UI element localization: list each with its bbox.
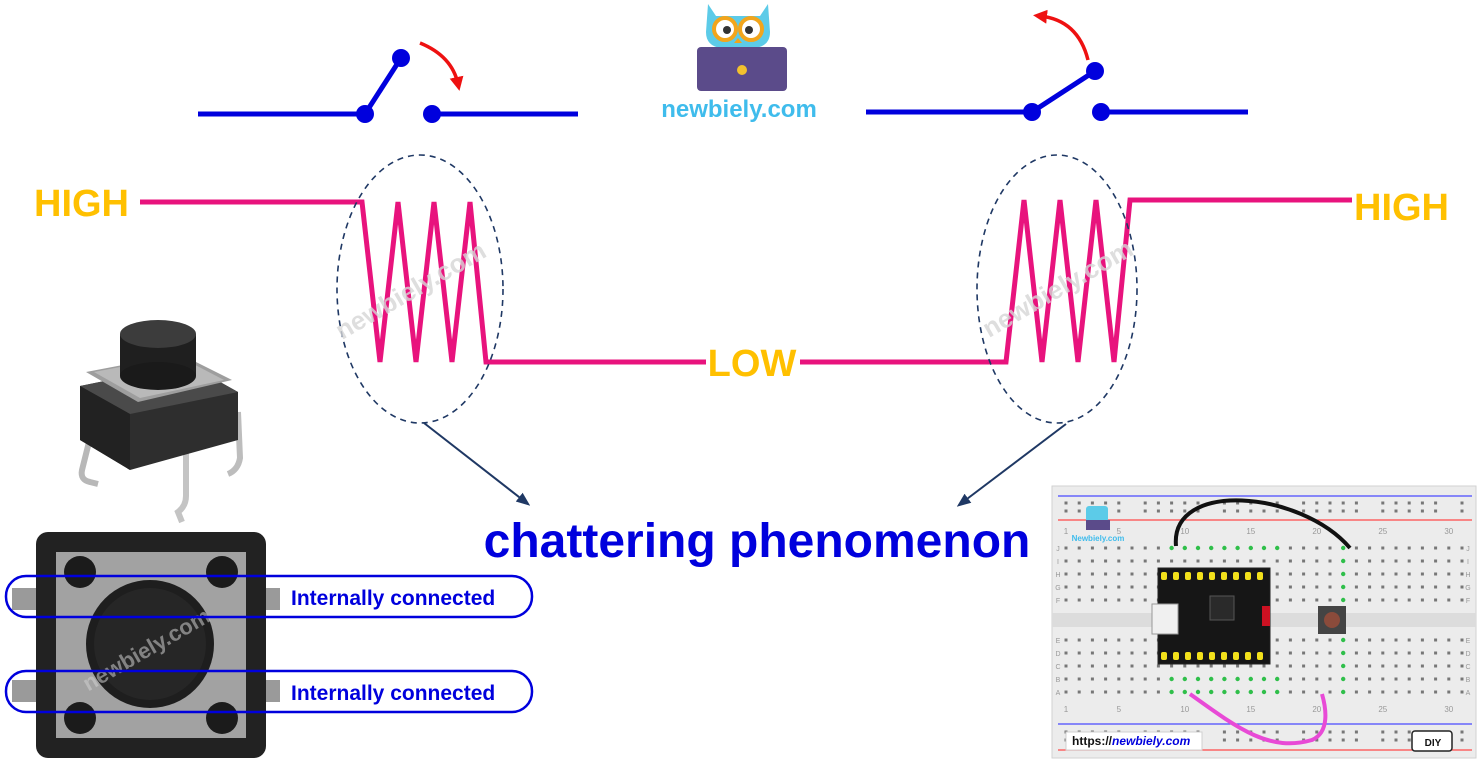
breadboard-row-letter: C: [1465, 664, 1470, 671]
breadboard-column-number: 10: [1180, 705, 1189, 714]
breadboard-row-letter: D: [1465, 651, 1470, 658]
breadboard-column-number: 1: [1064, 527, 1069, 536]
breadboard-row-letter: F: [1466, 598, 1470, 605]
breadboard-column-number: 5: [1117, 705, 1122, 714]
mini-logo-text: Newbiely.com: [1072, 534, 1125, 543]
chattering-caption: chattering phenomenon: [484, 515, 1031, 568]
breadboard-column-number: 25: [1378, 527, 1387, 536]
url-prefix: https://: [1072, 734, 1113, 748]
url-badge-text: https://newbiely.com: [1072, 734, 1191, 748]
breadboard-row-letter: B: [1466, 677, 1471, 684]
brand-site-text: newbiely.com: [661, 96, 817, 123]
bounce-region-right: [976, 154, 1138, 424]
owl-laptop-logo-icon: [697, 4, 787, 91]
high-right-label: HIGH: [1354, 187, 1449, 229]
bounce-region-left: [336, 154, 504, 424]
pointer-arrow-left: [423, 422, 531, 506]
closing-arrow-icon: [419, 41, 464, 91]
breadboard-row-letter: A: [1056, 690, 1061, 697]
signal-waveform: [140, 197, 1352, 365]
switch-closing-icon: [198, 41, 578, 123]
high-left-label: HIGH: [34, 183, 129, 225]
breadboard-row-letter: J: [1466, 546, 1470, 553]
breadboard-row-letter: E: [1466, 638, 1471, 645]
breadboard-column-number: 15: [1246, 705, 1255, 714]
switch-opening-icon: [866, 9, 1248, 121]
internally-connected-top: Internally connected: [291, 587, 495, 610]
url-host: newbiely.com: [1112, 734, 1191, 748]
tactile-push-button-icon: [78, 320, 244, 524]
pointer-arrow-right: [956, 423, 1067, 507]
breadboard-row-letter: G: [1055, 585, 1060, 592]
breadboard-column-number: 15: [1246, 527, 1255, 536]
breadboard-row-letter: B: [1056, 677, 1061, 684]
breadboard-column-number: 1: [1064, 705, 1069, 714]
low-label: LOW: [708, 343, 797, 385]
breadboard-row-letter: J: [1056, 546, 1060, 553]
breadboard-column-number: 30: [1444, 527, 1453, 536]
watermark-right: newbiely.com: [977, 233, 1138, 343]
breadboard-row-letter: A: [1466, 690, 1471, 697]
pin-pair-bottom-outline: [4, 669, 534, 714]
breadboard-row-letter: H: [1465, 572, 1470, 579]
breadboard-column-number: 5: [1117, 527, 1122, 536]
breadboard-column-number: 20: [1312, 705, 1321, 714]
breadboard-row-letter: C: [1055, 664, 1060, 671]
breadboard-row-letter: I: [1467, 559, 1469, 566]
breadboard-column-number: 25: [1378, 705, 1387, 714]
breadboard-row-letter: I: [1057, 559, 1059, 566]
pin-pair-top-outline: [4, 574, 534, 619]
breadboard-row-letter: H: [1055, 572, 1060, 579]
breadboard-column-number: 10: [1180, 527, 1189, 536]
breadboard-column-number: 30: [1444, 705, 1453, 714]
breadboard-row-letter: G: [1465, 585, 1470, 592]
diy-badge-text: DIY: [1425, 738, 1442, 749]
breadboard-column-number: 20: [1312, 527, 1321, 536]
opening-arrow-icon: [1033, 9, 1090, 61]
breadboard-row-letter: D: [1055, 651, 1060, 658]
breadboard-row-letter: E: [1056, 638, 1061, 645]
breadboard-row-letter: F: [1056, 598, 1060, 605]
internally-connected-bottom: Internally connected: [291, 682, 495, 705]
breadboard-wiring-photo: [1051, 485, 1477, 759]
